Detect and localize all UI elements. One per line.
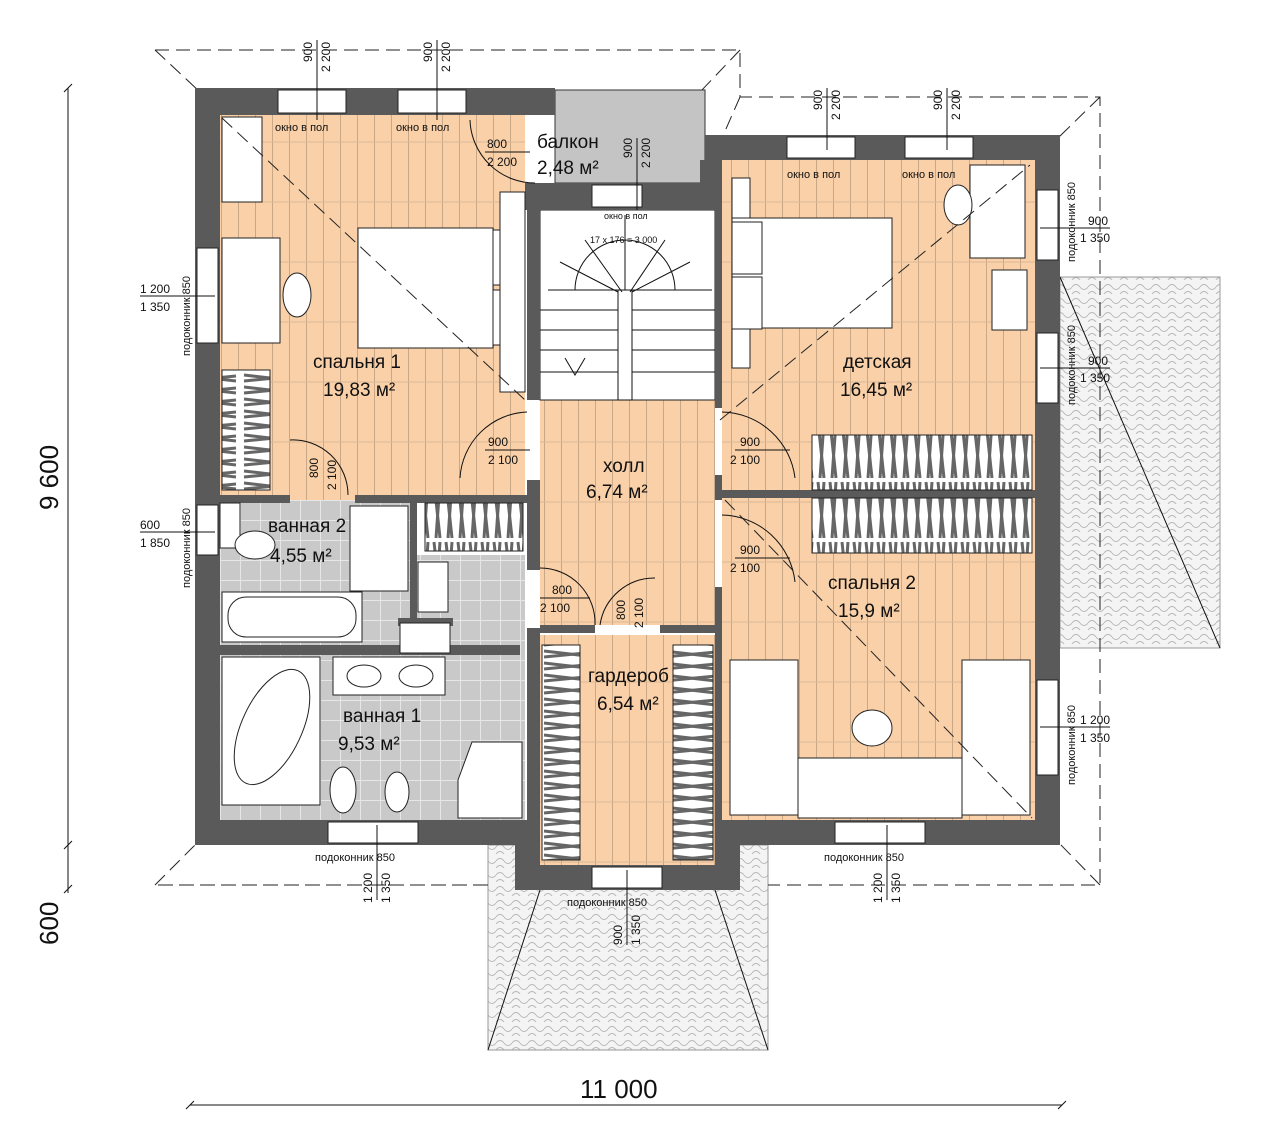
hall-floor xyxy=(540,400,715,625)
dim-text: 1 350 xyxy=(1080,731,1110,745)
dim-text: 900 xyxy=(740,543,760,557)
dim-text: 800 xyxy=(552,583,572,597)
dim-text: 900 xyxy=(1088,214,1108,228)
balcony-floor xyxy=(554,89,706,184)
furniture xyxy=(219,116,1033,861)
dim-text: 900 xyxy=(421,42,435,62)
sill-label: подоконник 850 xyxy=(1066,325,1078,405)
dim-text: 800 xyxy=(614,600,628,620)
dim-text: 1 350 xyxy=(629,915,643,945)
total-height-dim: 9 600 xyxy=(34,445,64,510)
sill-label: подоконник 850 xyxy=(1066,182,1078,262)
bedroom2-name: спальня 2 xyxy=(828,573,916,594)
nursery-name: детская xyxy=(843,352,912,373)
bath1-name: ванная 1 xyxy=(343,706,421,727)
dim-text: 2 200 xyxy=(639,138,653,168)
dim-text: 800 xyxy=(307,458,321,478)
bath2-name: ванная 2 xyxy=(268,516,346,537)
porch-depth-dim: 600 xyxy=(34,902,64,945)
stair-label: 17 x 176 = 3 000 xyxy=(590,235,657,245)
bedroom1-name: спальня 1 xyxy=(313,352,401,373)
wardrobe-nursery xyxy=(811,434,1033,491)
dim-text: 2 100 xyxy=(325,460,339,490)
dim-text: 900 xyxy=(811,90,825,110)
dim-text: 900 xyxy=(611,925,625,945)
opening-dimensions: 900 2 200 900 2 200 900 2 200 900 2 200 … xyxy=(140,40,1110,945)
dim-text: 1 350 xyxy=(140,300,170,314)
bath2-area: 4,55 м² xyxy=(270,546,332,567)
dim-text: 1 350 xyxy=(379,873,393,903)
sill-label: подоконник 850 xyxy=(181,508,193,588)
wardrobe-bedroom1 xyxy=(221,369,271,491)
hall-name: холл xyxy=(603,456,645,477)
overall-dimensions: 9 600 600 11 000 xyxy=(34,83,1067,1110)
dim-text: 1 200 xyxy=(1080,713,1110,727)
sill-label: подоконник 850 xyxy=(315,852,395,864)
dim-text: 1 350 xyxy=(1080,231,1110,245)
dim-text: 1 200 xyxy=(871,873,885,903)
wardrobe-right xyxy=(672,644,714,861)
window-label: окно в пол xyxy=(787,169,840,181)
dim-text: 1 200 xyxy=(361,873,375,903)
balcony-name: балкон xyxy=(537,132,599,153)
nursery-area: 16,45 м² xyxy=(840,380,912,401)
dim-text: 800 xyxy=(487,137,507,151)
dim-text: 900 xyxy=(931,90,945,110)
windows xyxy=(196,89,1059,889)
dim-text: 1 850 xyxy=(140,536,170,550)
bedroom1-area: 19,83 м² xyxy=(323,380,395,401)
dim-text: 1 350 xyxy=(1080,371,1110,385)
window-label: окно в пол xyxy=(275,122,328,134)
dim-text: 2 100 xyxy=(632,598,646,628)
wardrobe-bedroom2 xyxy=(811,497,1033,554)
dim-text: 900 xyxy=(740,435,760,449)
dim-text: 2 100 xyxy=(730,561,760,575)
window-label: окно в пол xyxy=(902,169,955,181)
dim-text: 1 200 xyxy=(140,282,170,296)
sill-label: подоконник 850 xyxy=(824,852,904,864)
wardrobe-hall xyxy=(424,502,524,552)
wardrobe-left xyxy=(541,644,581,861)
guide-lines xyxy=(221,117,1033,819)
bath1-area: 9,53 м² xyxy=(338,734,400,755)
roof-outline xyxy=(154,49,1101,886)
dim-text: 2 200 xyxy=(487,155,517,169)
balcony-area: 2,48 м² xyxy=(537,158,599,179)
dim-text: 900 xyxy=(488,435,508,449)
window-label: окно в пол xyxy=(604,211,648,221)
dim-text: 2 100 xyxy=(488,453,518,467)
dim-text: 2 100 xyxy=(730,453,760,467)
wardrobe-name: гардероб xyxy=(588,666,669,687)
bedroom2-area: 15,9 м² xyxy=(838,601,900,622)
stair-steps xyxy=(540,215,715,401)
wardrobe-area: 6,54 м² xyxy=(597,694,659,715)
dim-text: 1 350 xyxy=(889,873,903,903)
total-width-dim: 11 000 xyxy=(580,1074,658,1104)
dim-text: 2 200 xyxy=(829,90,843,120)
sill-label: подоконник 850 xyxy=(567,897,647,909)
roof-hip-lines xyxy=(487,276,1221,1051)
window-label: окно в пол xyxy=(396,122,449,134)
dim-text: 600 xyxy=(140,518,160,532)
dim-text: 2 200 xyxy=(949,90,963,120)
dim-text: 900 xyxy=(301,42,315,62)
dim-text: 2 100 xyxy=(540,601,570,615)
dim-text: 2 200 xyxy=(319,42,333,72)
sill-label: подоконник 850 xyxy=(1066,705,1078,785)
dim-text: 900 xyxy=(1088,354,1108,368)
hall-area: 6,74 м² xyxy=(586,482,648,503)
dim-text: 900 xyxy=(621,138,635,158)
doors xyxy=(289,119,796,626)
sill-label: подоконник 850 xyxy=(181,276,193,356)
dim-text: 2 200 xyxy=(439,42,453,72)
room-labels: спальня 1 19,83 м² детская 16,45 м² холл… xyxy=(268,132,916,755)
